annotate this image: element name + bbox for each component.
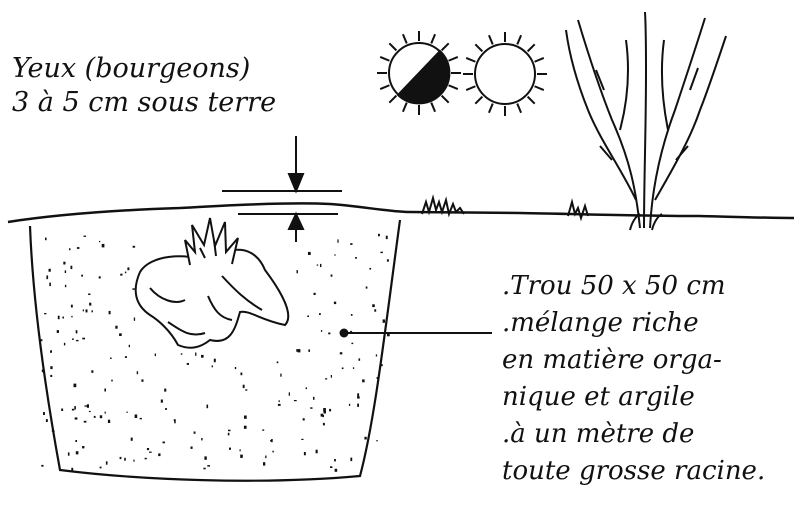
hole-instructions-label: .Trou 50 x 50 cm .mélange riche en matiè…: [502, 268, 765, 490]
buds-depth-label: Yeux (bourgeons) 3 à 5 cm sous terre: [12, 52, 276, 120]
hole-instructions-line-2: .mélange riche: [502, 305, 765, 342]
buds-depth-line-2: 3 à 5 cm sous terre: [12, 86, 276, 120]
hole-instructions-line-4: nique et argile: [502, 379, 765, 416]
buds-depth-line-1: Yeux (bourgeons): [12, 52, 276, 86]
hole-instructions-line-6: toute grosse racine.: [502, 453, 765, 490]
hole-instructions-line-3: en matière orga-: [502, 342, 765, 379]
hole-instructions-line-1: .Trou 50 x 50 cm: [502, 268, 765, 305]
hole-instructions-line-5: .à un mètre de: [502, 416, 765, 453]
